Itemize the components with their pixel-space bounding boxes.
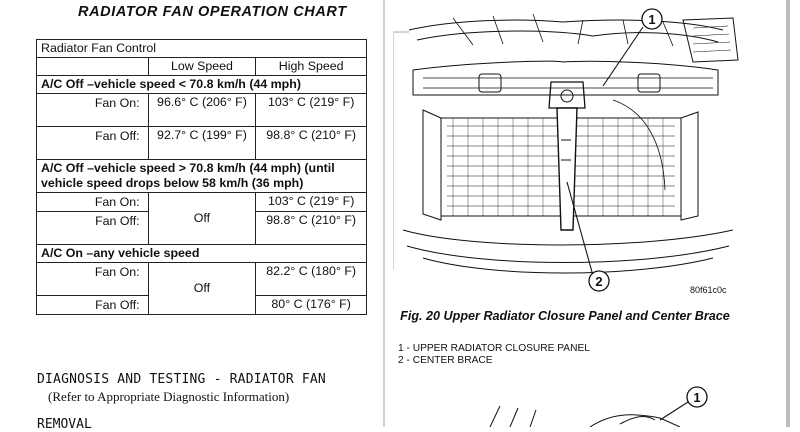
table-caption-row: Radiator Fan Control (36, 39, 367, 58)
low-speed-off-value: Off (147, 192, 257, 245)
fan-off-label: Fan Off: (36, 126, 149, 160)
fan-on-label: Fan On: (36, 93, 149, 127)
table-row: Fan On: 96.6° C (206° F) 103° C (219° F) (36, 93, 367, 127)
radiator-fan-table: Radiator Fan Control Low Speed High Spee… (36, 39, 367, 315)
section-heading-row: A/C Off –vehicle speed < 70.8 km/h (44 m… (36, 75, 367, 94)
figure-legend: 1 - UPPER RADIATOR CLOSURE PANEL 2 - CEN… (398, 343, 590, 367)
section-heading: A/C On –any vehicle speed (36, 244, 367, 263)
col-header-high: High Speed (255, 57, 367, 76)
fan-off-label: Fan Off: (36, 211, 149, 245)
figure-callout-1: 1 (648, 12, 655, 27)
table-caption: Radiator Fan Control (36, 39, 367, 58)
diagnosis-reference: (Refer to Appropriate Diagnostic Informa… (48, 389, 290, 404)
column-divider (383, 0, 385, 427)
low-speed-off-value: Off (147, 262, 257, 315)
radiator-closure-illustration: 1 2 (393, 8, 739, 292)
section-heading-row: A/C On –any vehicle speed (36, 244, 367, 263)
fan-on-low-value: 96.6° C (206° F) (147, 93, 257, 127)
table-row: Fan Off: 98.8° C (210° F) (36, 211, 367, 245)
next-figure-illustration: 1 (489, 386, 708, 427)
legend-item: 2 - CENTER BRACE (398, 355, 493, 366)
fan-off-low-value: 92.7° C (199° F) (147, 126, 257, 160)
table-row: Fan On: Off 103° C (219° F) (36, 192, 367, 245)
fan-on-high-value: 103° C (219° F) (255, 192, 367, 212)
table-header-row: Low Speed High Speed (36, 57, 367, 76)
fan-off-high-value: 80° C (176° F) (255, 295, 367, 315)
section-heading: A/C Off –vehicle speed > 70.8 km/h (44 m… (36, 159, 367, 193)
section-heading-row: A/C Off –vehicle speed > 70.8 km/h (44 m… (36, 159, 367, 193)
figure-caption: Fig. 20 Upper Radiator Closure Panel and… (400, 309, 730, 323)
fan-off-label: Fan Off: (36, 295, 149, 315)
col-header-low: Low Speed (147, 57, 257, 76)
section-heading: A/C Off –vehicle speed < 70.8 km/h (44 m… (36, 75, 367, 94)
fan-on-label: Fan On: (36, 192, 149, 212)
next-figure-callout-1: 1 (693, 390, 700, 405)
table-row: Fan Off: 80° C (176° F) (36, 295, 367, 315)
figure-callout-2: 2 (595, 274, 602, 289)
fan-on-high-value: 103° C (219° F) (255, 93, 367, 127)
removal-heading: REMOVAL (37, 417, 92, 432)
page-edge (786, 0, 790, 427)
table-row: Fan On: Off 82.2° C (180° F) (36, 262, 367, 315)
fan-off-high-value: 98.8° C (210° F) (255, 126, 367, 160)
figure-code: 80f61c0c (690, 285, 727, 295)
fan-on-label: Fan On: (36, 262, 149, 296)
fan-off-high-value: 98.8° C (210° F) (255, 211, 367, 245)
fan-on-high-value: 82.2° C (180° F) (255, 262, 367, 296)
diagnosis-heading: DIAGNOSIS AND TESTING - RADIATOR FAN (37, 372, 326, 387)
table-row: Fan Off: 92.7° C (199° F) 98.8° C (210° … (36, 126, 367, 160)
chart-title: RADIATOR FAN OPERATION CHART (78, 4, 347, 20)
legend-item: 1 - UPPER RADIATOR CLOSURE PANEL (398, 343, 590, 354)
